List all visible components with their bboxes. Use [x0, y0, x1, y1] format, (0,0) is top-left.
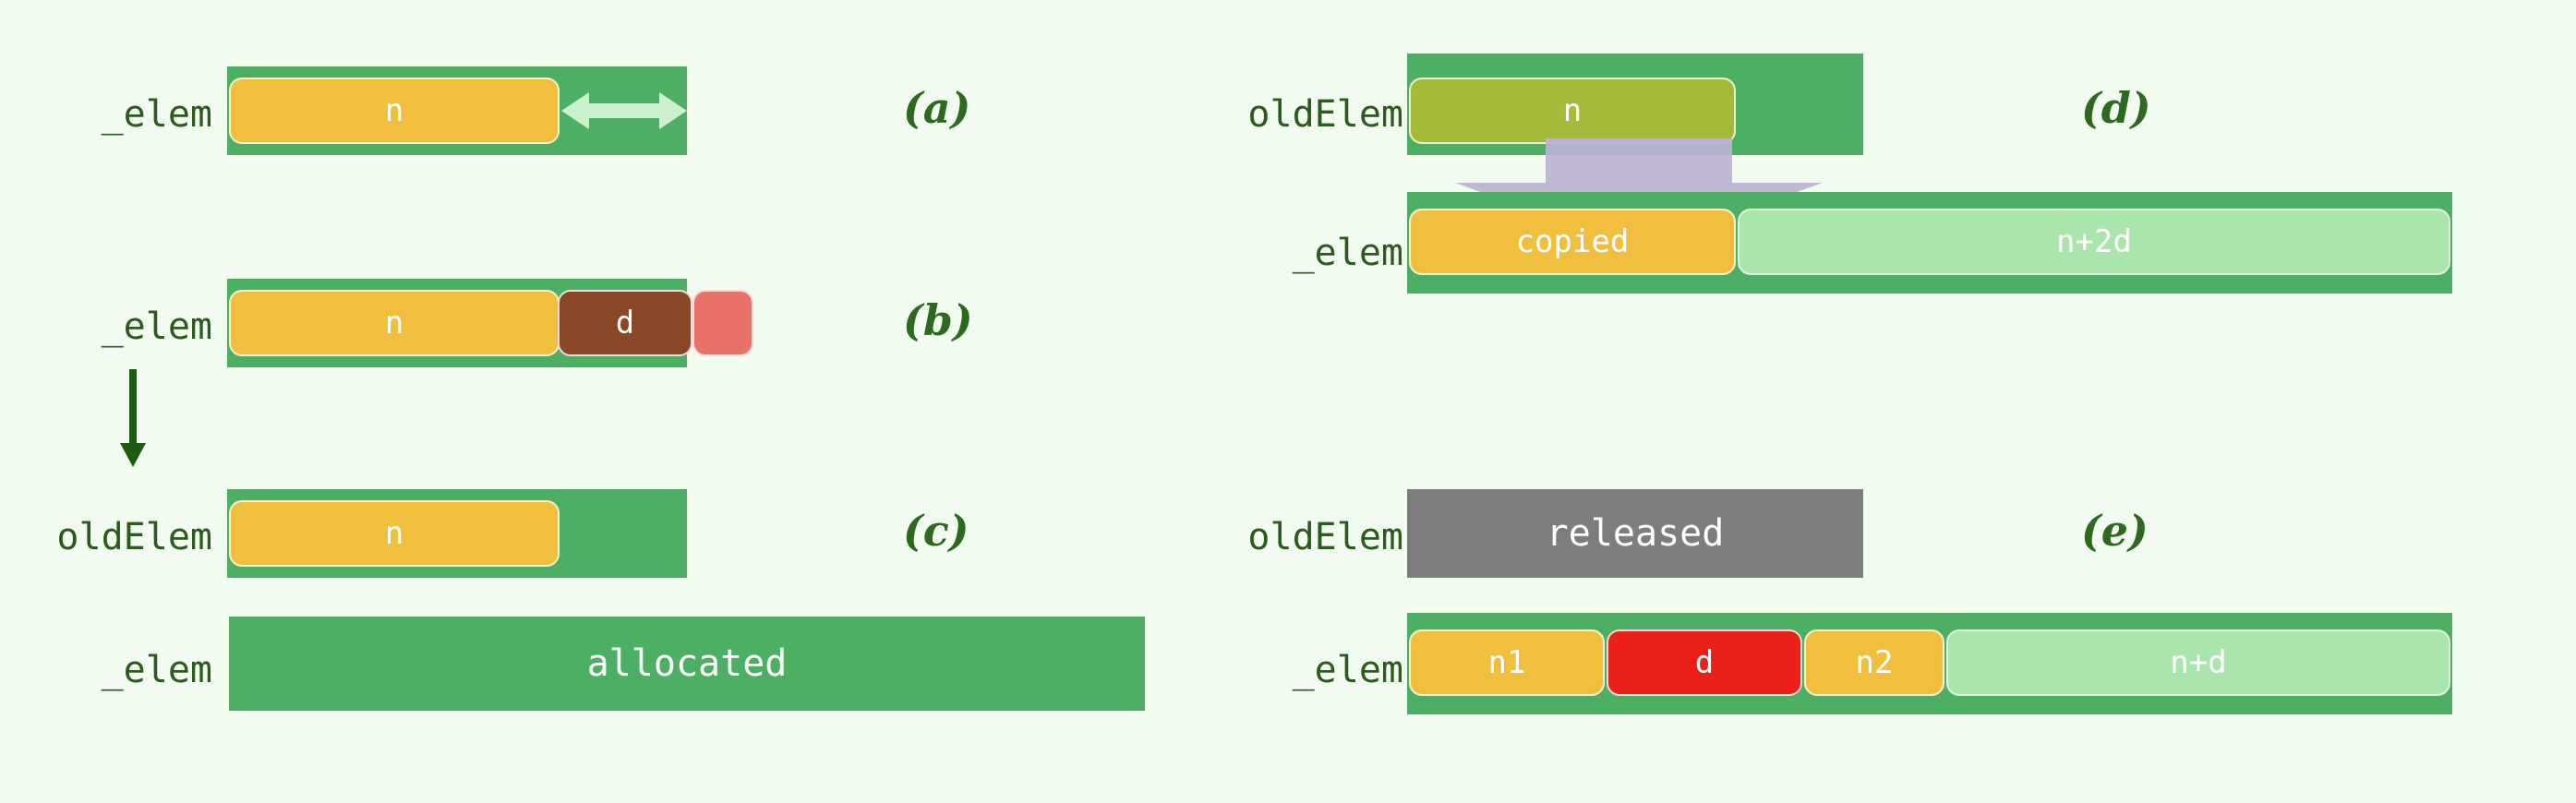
segment-n-b: n: [229, 290, 560, 356]
segment-allocated-c: allocated: [229, 617, 1145, 711]
resize-double-arrow-icon: [561, 89, 687, 133]
panel-caption-c: (c): [903, 506, 969, 556]
row-label-elem-b: _elem: [101, 306, 212, 348]
row-label-elem-c: _elem: [101, 649, 212, 691]
row-label-oldelem-d: oldElem: [1247, 93, 1403, 136]
segment-n-plus-d-e: n+d: [1946, 629, 2450, 696]
segment-copied-d: copied: [1409, 209, 1736, 275]
panel-caption-e: (e): [2081, 506, 2149, 556]
row-label-elem-a: _elem: [101, 93, 212, 136]
segment-n-plus-2d-d: n+2d: [1738, 209, 2450, 275]
segment-n-d: n: [1409, 78, 1736, 144]
transition-down-arrow-icon: [111, 369, 155, 469]
segment-d-b: d: [558, 290, 692, 356]
row-label-oldelem-e: oldElem: [1247, 516, 1403, 558]
panel-caption-d: (d): [2081, 83, 2151, 133]
row-label-elem-e: _elem: [1292, 649, 1403, 691]
segment-d-e: d: [1607, 629, 1802, 696]
panel-caption-b: (b): [903, 295, 973, 345]
segment-n2-e: n2: [1804, 629, 1944, 696]
row-label-elem-d: _elem: [1292, 232, 1403, 274]
row-label-oldelem-c: oldElem: [56, 516, 212, 558]
segment-released-e: released: [1407, 489, 1863, 578]
segment-overflow-b: [692, 290, 753, 356]
segment-n-a: n: [229, 78, 560, 144]
panel-caption-a: (a): [903, 83, 971, 133]
segment-n1-e: n1: [1409, 629, 1605, 696]
segment-n-c: n: [229, 500, 560, 567]
